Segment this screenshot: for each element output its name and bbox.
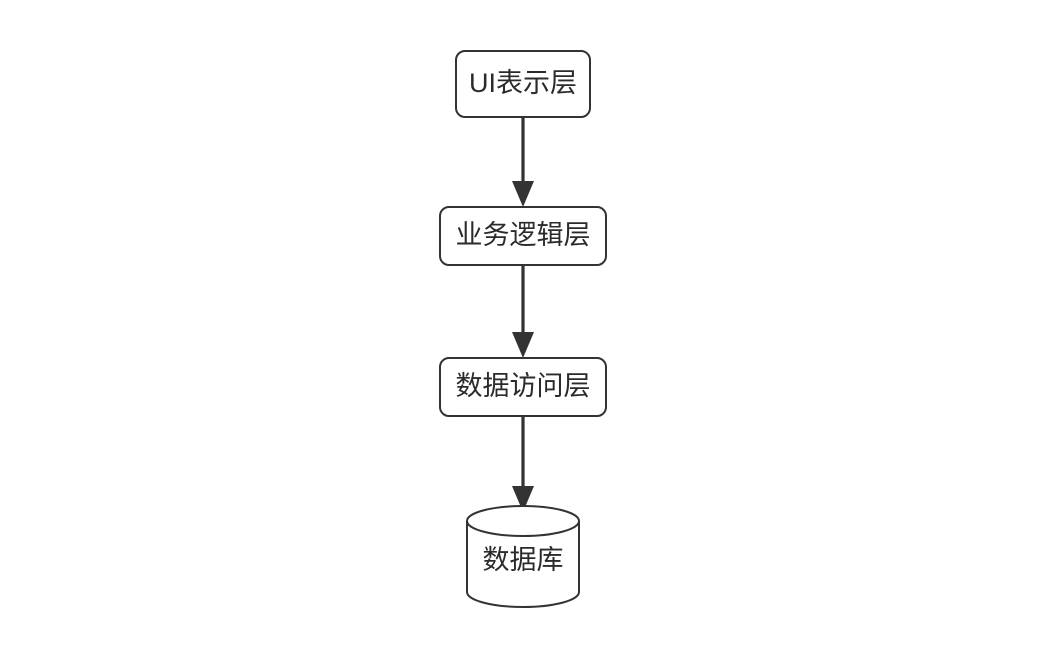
node-database-cylinder-top[interactable]	[466, 505, 580, 537]
node-business-logic-layer-box[interactable]	[439, 206, 607, 266]
node-business-logic-layer[interactable]: 业务逻辑层	[439, 206, 607, 266]
node-data-access-layer-label: 数据访问层	[456, 371, 591, 401]
edge-dataaccess-to-database-arrowhead	[512, 486, 534, 512]
node-business-logic-layer-label: 业务逻辑层	[456, 220, 591, 250]
node-ui-presentation-layer[interactable]: UI表示层	[455, 50, 591, 118]
node-ui-presentation-layer-box[interactable]	[455, 50, 591, 118]
node-database-label: 数据库	[483, 545, 564, 575]
edge-business-to-dataaccess-arrowhead	[512, 332, 534, 358]
node-database[interactable]: 数据库	[466, 505, 580, 608]
edge-business-to-dataaccess	[512, 265, 534, 358]
edge-dataaccess-to-database	[512, 416, 534, 512]
node-ui-presentation-layer-label: UI表示层	[469, 68, 577, 98]
node-data-access-layer-box[interactable]	[439, 357, 607, 417]
node-database-cylinder-body[interactable]	[466, 520, 580, 608]
node-data-access-layer[interactable]: 数据访问层	[439, 357, 607, 417]
edge-ui-to-business	[512, 116, 534, 207]
edge-ui-to-business-arrowhead	[512, 181, 534, 207]
